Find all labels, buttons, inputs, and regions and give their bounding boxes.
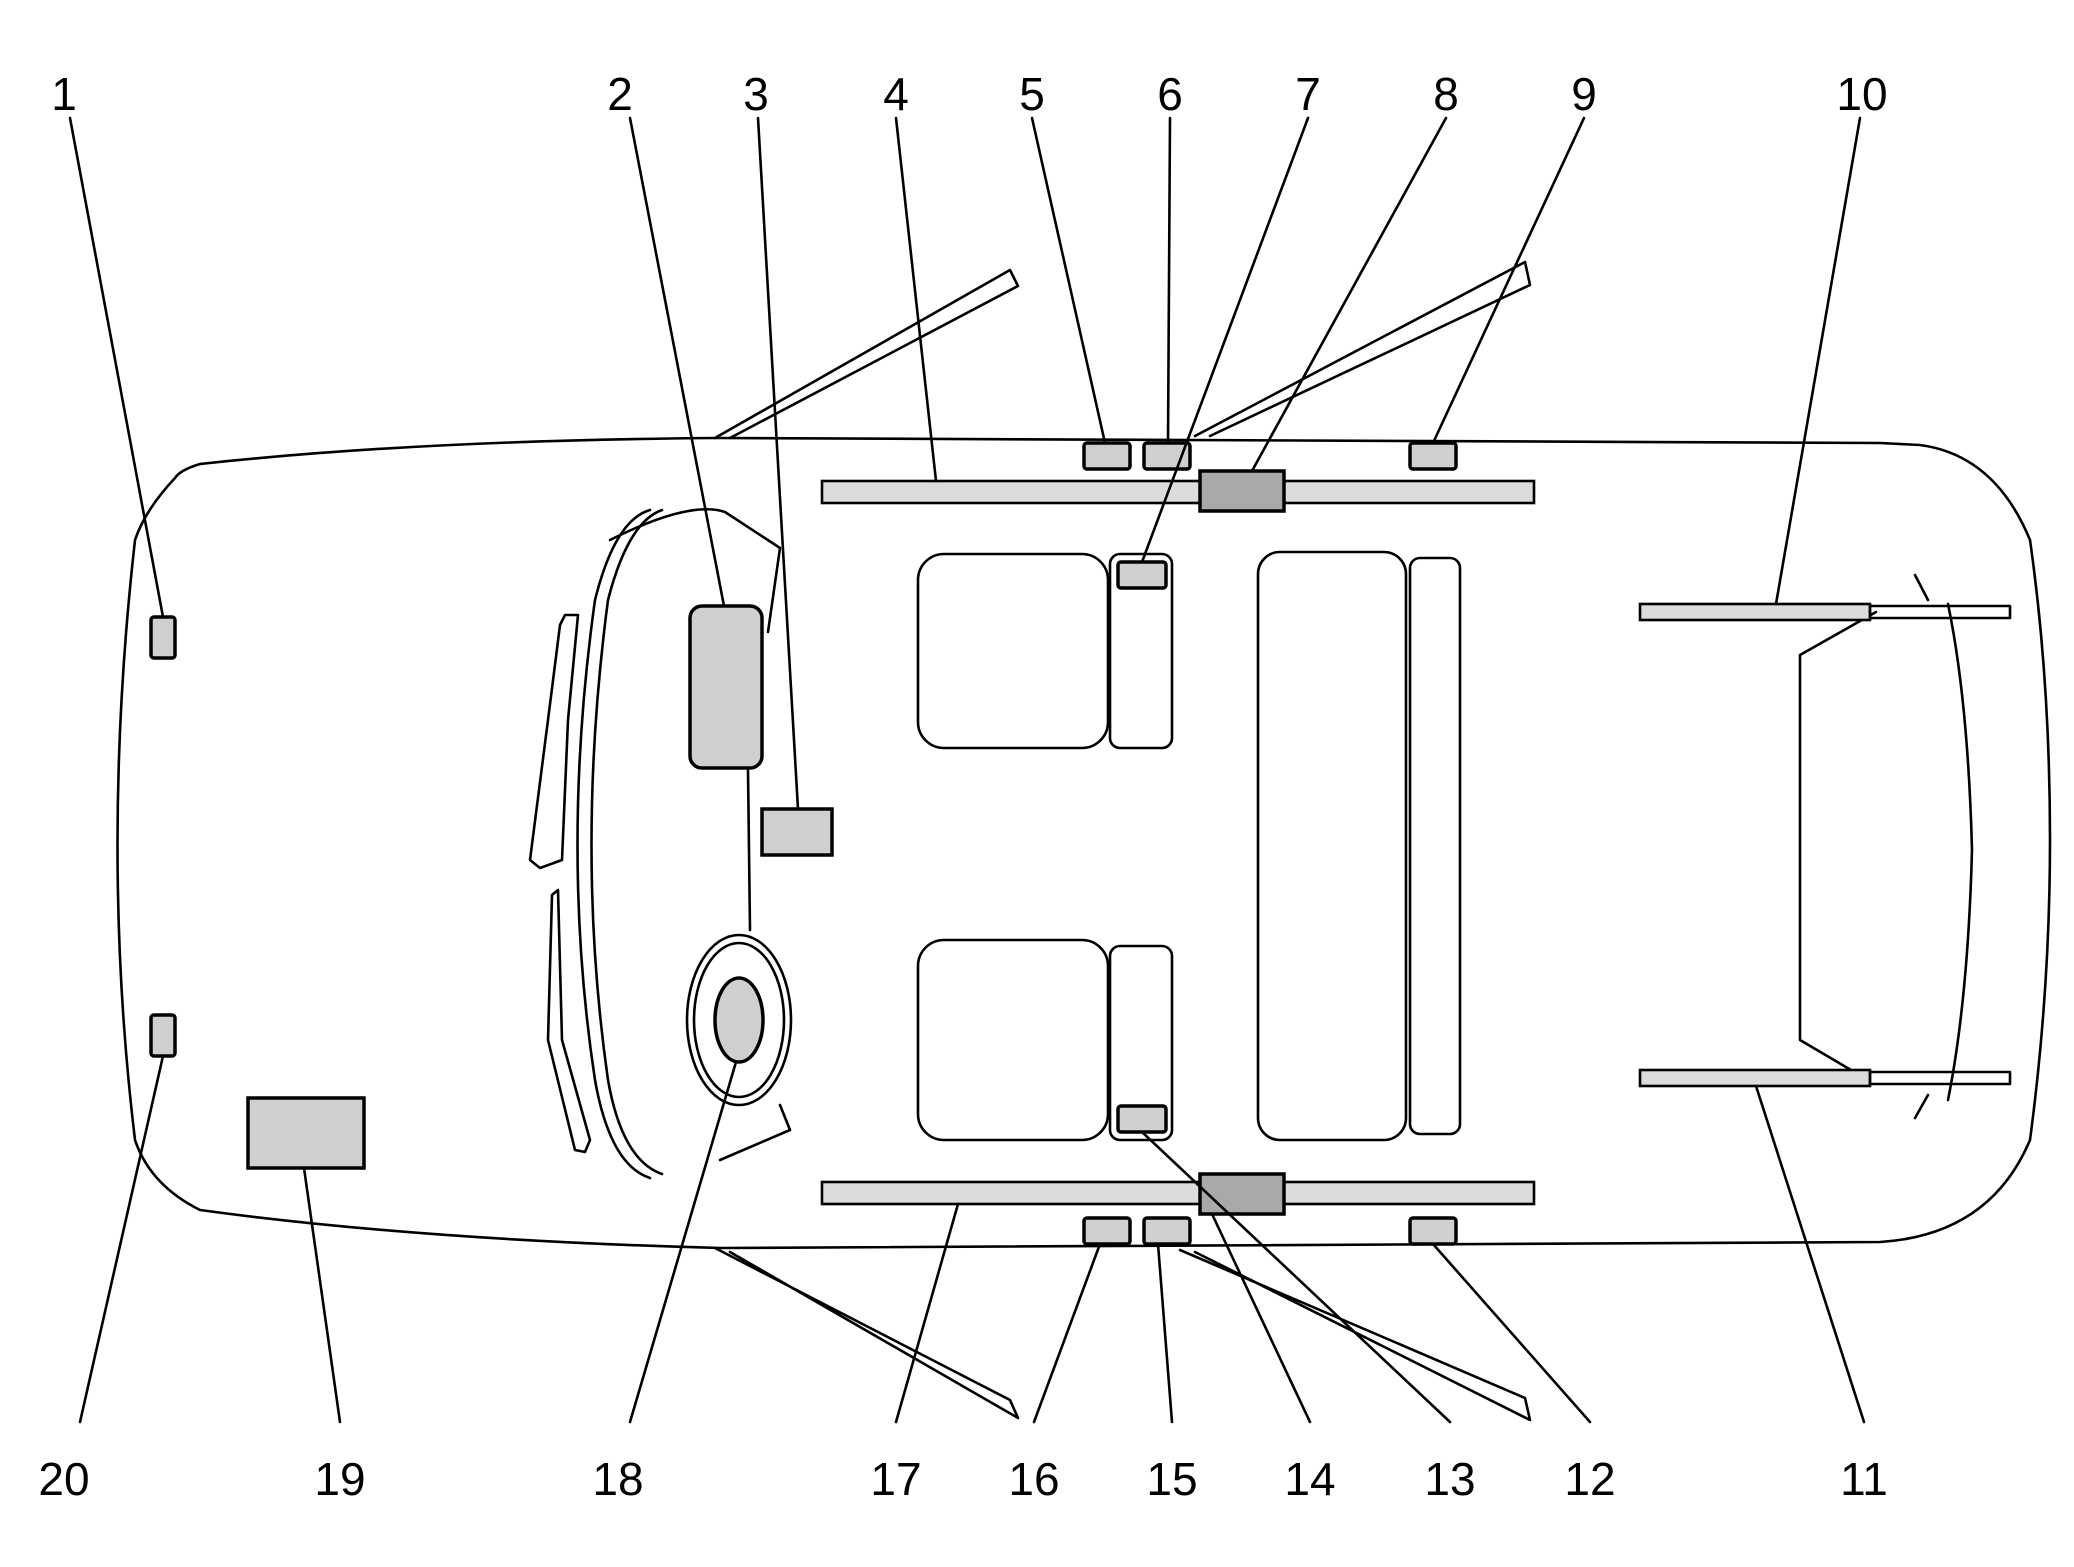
callout-17: 17 [870,1453,921,1505]
component-15-sensor [1142,1216,1192,1246]
leader-1 [68,116,165,619]
component-19-module [246,1096,366,1170]
front-left-door-open [713,268,1020,440]
wiper-lower [546,888,592,1154]
components [149,441,2012,1246]
component-3-module [760,807,834,857]
leader-10 [1774,116,1862,606]
component-18-steering-hub [713,976,765,1064]
instrument-panel [608,507,782,634]
rear-left-door-open [1193,260,1532,438]
leader-lines [68,116,1866,1424]
callout-18: 18 [592,1453,643,1505]
rear-bench-cushion [1256,550,1408,1142]
callout-16: 16 [1008,1453,1059,1505]
windshield-inner [590,508,664,1176]
callout-10: 10 [1836,68,1887,120]
component-7-seat-sensor [1116,560,1168,590]
passenger-seat-back [1108,944,1174,1142]
component-12-sensor [1408,1216,1458,1246]
component-11-rear-rail-extension [1868,1070,2012,1086]
component-13-seat-sensor [1116,1104,1168,1134]
callout-19: 19 [314,1453,365,1505]
callout-12: 12 [1564,1453,1615,1505]
vehicle-body [116,260,2052,1422]
driver-seat-cushion [916,552,1110,750]
steering-wheel-outer [685,933,793,1107]
component-11-rear-rail-right [1638,1068,1872,1088]
steering-wheel-inner [692,941,786,1099]
callout-1: 1 [51,68,77,120]
leader-19 [302,1166,342,1424]
component-10-rear-rail-extension [1868,604,2012,620]
driver-seat-back [1108,552,1174,750]
component-1-front-sensor-left [149,615,177,660]
callout-15: 15 [1146,1453,1197,1505]
front-right-door-open [713,1246,1020,1420]
leader-13 [1140,1130,1452,1424]
rear-bench-back [1408,556,1462,1136]
body-outline [116,436,2052,1250]
callout-labels: 1 2 3 4 5 6 7 8 9 10 11 12 13 14 15 16 1… [38,68,1887,1505]
callout-20: 20 [38,1453,89,1505]
leader-3 [756,116,800,811]
component-8-pillar-module [1198,469,1286,513]
callout-14: 14 [1284,1453,1335,1505]
component-14-pillar-module [1198,1172,1286,1216]
leader-2 [628,116,726,608]
component-4-left-rail [820,479,1536,505]
windshield [576,508,652,1180]
callout-5: 5 [1019,68,1045,120]
leader-8 [1250,116,1448,473]
callout-13: 13 [1424,1453,1475,1505]
wiper-upper [528,613,580,870]
leader-6 [1166,116,1172,445]
leader-9 [1431,116,1586,445]
rear-cargo-frame [1946,602,1974,1102]
leader-5 [1030,116,1107,445]
instrument-panel-lower [718,768,792,1162]
leader-7 [1140,116,1310,564]
leader-12 [1431,1242,1592,1424]
component-20-front-sensor-right [149,1013,177,1058]
component-17-right-rail [820,1180,1536,1206]
callout-8: 8 [1433,68,1459,120]
leader-18 [628,1060,738,1424]
leader-16 [1032,1242,1102,1424]
component-10-rear-rail-left [1638,602,1872,622]
callout-4: 4 [883,68,909,120]
leader-15 [1156,1242,1174,1424]
passenger-seat-cushion [916,938,1110,1142]
callout-9: 9 [1571,68,1597,120]
leader-11 [1754,1084,1866,1424]
callout-11: 11 [1840,1453,1888,1505]
rear-right-door-open [1178,1248,1532,1422]
component-2-module [688,604,764,770]
component-9-sensor [1408,441,1458,471]
leader-17 [894,1202,960,1424]
component-6-sensor [1142,441,1192,471]
callout-3: 3 [743,68,769,120]
component-5-sensor [1082,441,1132,471]
callout-2: 2 [607,68,633,120]
component-16-sensor [1082,1216,1132,1246]
leader-20 [78,1054,165,1424]
callout-7: 7 [1295,68,1321,120]
leader-4 [894,116,938,483]
callout-6: 6 [1157,68,1183,120]
leader-14 [1210,1212,1312,1424]
liftgate-outline [1798,573,1930,1120]
